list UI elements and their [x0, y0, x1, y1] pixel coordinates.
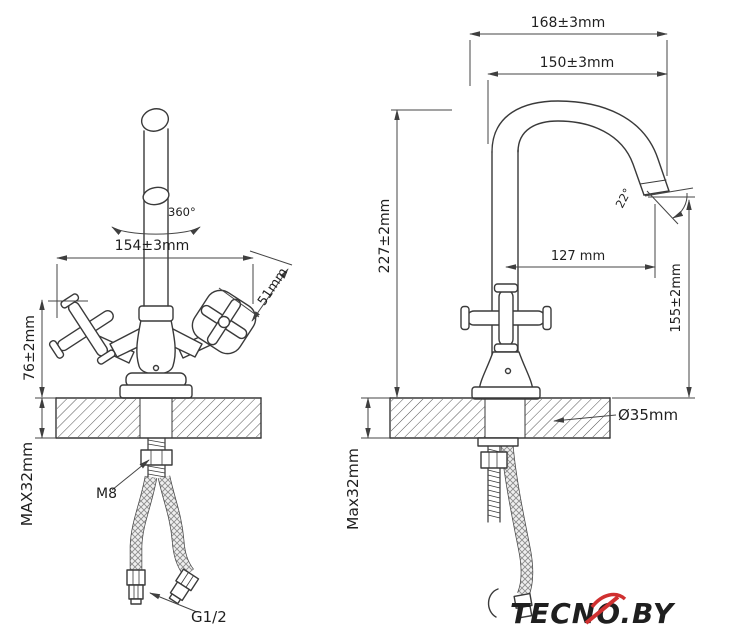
dim-handle-size-label: 51mm — [255, 265, 291, 308]
side-handle — [460, 283, 552, 353]
front-hose-fitting-left — [126, 569, 146, 605]
faucet-side-outline — [460, 100, 670, 400]
bolt-label: M8 — [96, 486, 117, 502]
watermark-red-slash — [584, 595, 620, 625]
faucet-front-outline — [48, 108, 257, 399]
side-deck — [389, 397, 611, 439]
dim-spout-center-label: 127 mm — [551, 249, 605, 264]
angle-label: 22° — [613, 186, 635, 211]
watermark-red-swoosh — [590, 592, 627, 609]
dim-spout-reach-label: 150±3mm — [540, 55, 615, 71]
rotation-label: 360° — [168, 205, 196, 219]
dim-overall-reach-label: 168±3mm — [531, 15, 606, 31]
side-hose-curve-detail — [487, 588, 499, 618]
front-right-handle — [191, 289, 257, 355]
hole-diameter-label: Ø35mm — [618, 406, 678, 424]
dim-outlet-height-label: 155±2mm — [669, 263, 684, 332]
front-deck — [55, 397, 262, 439]
watermark: TECNO.BY — [510, 592, 676, 630]
watermark-text: TECNO.BY — [510, 597, 676, 630]
dim-total-height-label: 227±2mm — [377, 199, 393, 274]
side-view: 168±3mm 150±3mm 227±2mm 127 mm 155±2mm 2… — [344, 15, 695, 619]
dim-handle-height-label: 76±2mm — [22, 315, 38, 381]
side-mounting-nut — [480, 451, 508, 469]
front-left-handle — [48, 293, 116, 365]
front-view: 360° 154±3mm 76±2mm MAX32mm 51mm M8 G1/2 — [18, 108, 293, 626]
side-hose-fitting — [513, 592, 533, 619]
side-underdeck — [477, 437, 534, 619]
dim-width-label: 154±3mm — [115, 238, 190, 254]
side-dimension-lines — [361, 31, 695, 439]
dim-deck-max-label: MAX32mm — [18, 442, 36, 527]
dim-deck-max-side-label: Max32mm — [344, 448, 362, 530]
front-hose-fitting-right — [168, 568, 200, 605]
front-dimension-lines — [35, 226, 293, 613]
thread-label: G1/2 — [191, 608, 227, 626]
front-underdeck — [126, 437, 200, 605]
